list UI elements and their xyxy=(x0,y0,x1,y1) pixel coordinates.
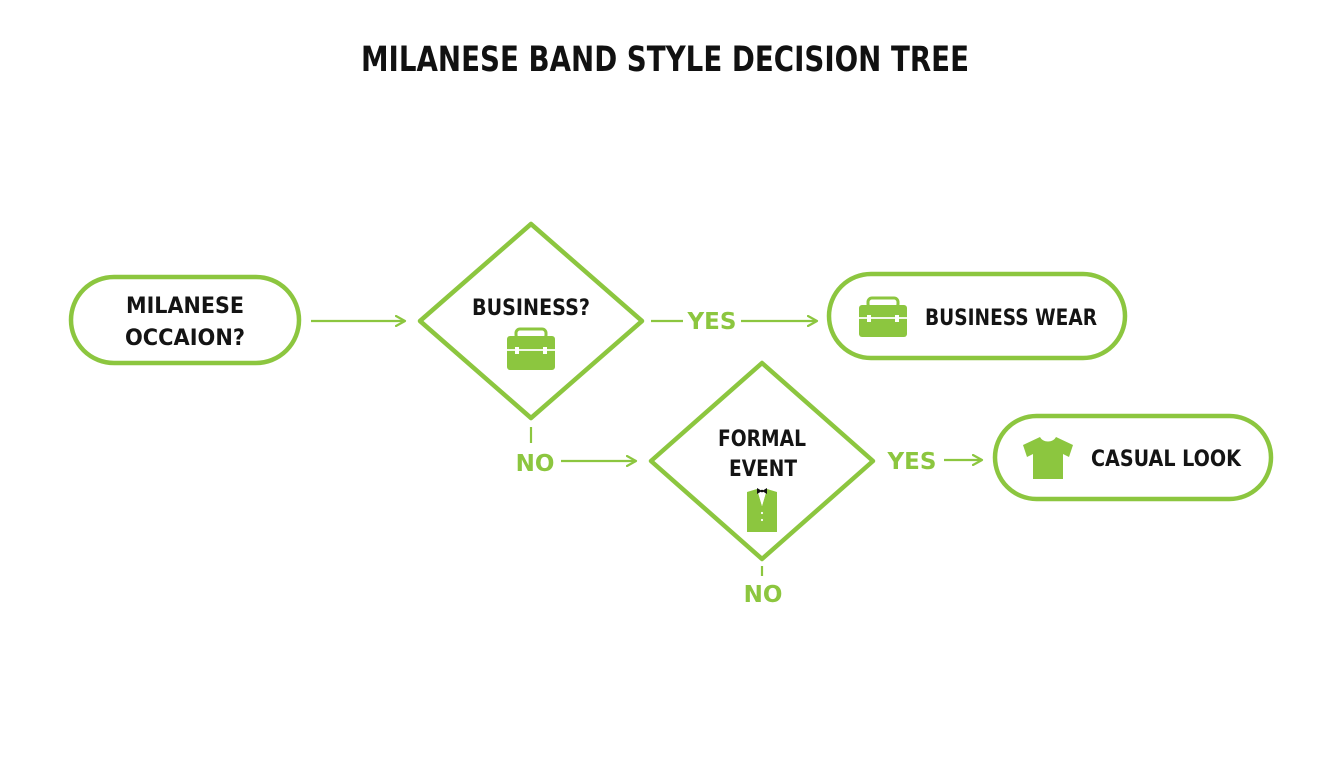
start-node-label-line1: MILANESE xyxy=(126,294,244,319)
business-decision-diamond xyxy=(417,221,645,421)
formal-event-label-line1: FORMAL xyxy=(718,427,806,452)
business-wear-node: BUSINESS WEAR xyxy=(826,271,1128,361)
formal-event-decision-diamond xyxy=(648,360,876,562)
briefcase-icon xyxy=(507,327,555,370)
formal-event-label-line2: EVENT xyxy=(729,457,797,482)
formal-yes-label: YES xyxy=(887,449,937,475)
business-yes-label: YES xyxy=(687,309,737,335)
business-wear-label: BUSINESS WEAR xyxy=(925,306,1097,331)
start-node-box xyxy=(68,274,302,366)
start-node-label-line2: OCCAION? xyxy=(125,326,245,351)
casual-look-box xyxy=(992,413,1274,502)
casual-look-node: CASUAL LOOK xyxy=(992,413,1274,502)
start-node: MILANESE OCCAION? xyxy=(68,274,302,366)
formal-no-label: NO xyxy=(744,582,783,608)
business-decision-label: BUSINESS? xyxy=(472,296,590,321)
formal-event-decision-node: FORMAL EVENT xyxy=(648,360,876,562)
business-no-label: NO xyxy=(516,451,555,477)
casual-look-label: CASUAL LOOK xyxy=(1091,447,1242,472)
tuxedo-icon xyxy=(747,488,777,532)
business-decision-node: BUSINESS? xyxy=(417,221,645,421)
tshirt-icon xyxy=(1023,437,1073,479)
diagram-title: MILANESE BAND STYLE DECISION TREE xyxy=(361,40,969,80)
briefcase-icon xyxy=(859,296,907,337)
